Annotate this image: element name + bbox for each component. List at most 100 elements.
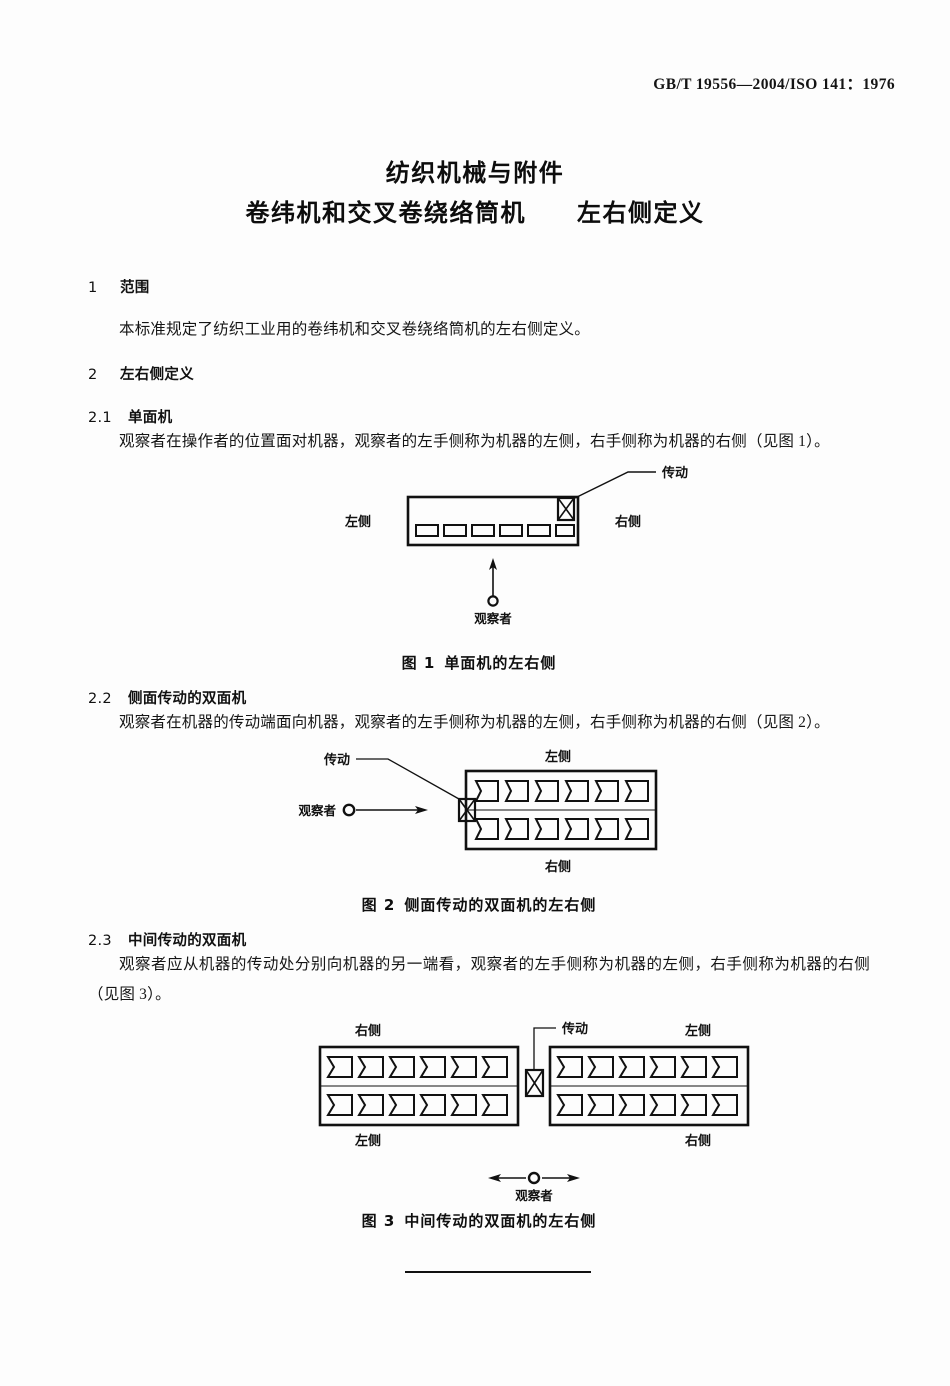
figure-2-label-drive: 传动: [323, 752, 350, 768]
figure-2-caption-text: 侧面传动的双面机的左右侧: [404, 895, 597, 914]
clause-number-2-1: 2.1: [88, 410, 112, 427]
spindle: [474, 779, 499, 802]
spindle: [649, 1094, 676, 1117]
spindle: [555, 524, 575, 538]
clause-title-2-2: 侧面传动的双面机: [128, 691, 247, 708]
spindle: [443, 524, 467, 538]
figure-2-drawing: 左侧: [88, 739, 870, 894]
spindle: [481, 1056, 508, 1079]
figure-2-label-bottom: 右侧: [544, 859, 571, 875]
clause-title-2-1: 单面机: [128, 410, 173, 427]
clause-number-2-2: 2.2: [88, 691, 112, 708]
document-title-block: 纺织机械与附件 卷纬机和交叉卷绕络筒机 左右侧定义: [0, 158, 950, 229]
clause-number-2: 2: [88, 367, 98, 384]
spindle-row-left-top: [326, 1056, 508, 1079]
spindle: [450, 1056, 477, 1079]
drive-leader-line: [574, 471, 656, 500]
spindle: [594, 817, 619, 840]
spindle: [618, 1056, 645, 1079]
figure-1-caption-number: 图 1: [401, 654, 436, 673]
clause-heading-2-1: 2.1 单面机: [88, 406, 870, 427]
clause-title-2-3: 中间传动的双面机: [128, 932, 247, 949]
spindle: [388, 1056, 415, 1079]
figure-2-label-top: 左侧: [545, 749, 571, 765]
page-title-line-2: 卷纬机和交叉卷绕络筒机 左右侧定义: [245, 198, 705, 227]
spindle: [534, 817, 559, 840]
clause-title-2: 左右侧定义: [120, 367, 194, 384]
figure-3-right-box-top-label: 左侧: [685, 1023, 711, 1039]
spindle: [326, 1056, 353, 1079]
spindle: [471, 524, 495, 538]
figure-1-label-left: 左侧: [345, 514, 371, 530]
spindle: [624, 779, 649, 802]
observer-marker: [488, 1171, 580, 1185]
spindle-row-right-bottom: [556, 1094, 738, 1117]
clause-title-1: 范围: [120, 280, 150, 296]
figure-1: 传动 左侧 右侧 观察者 图 1 单面机的左右侧: [88, 457, 870, 673]
figure-3-left-box-top-label: 右侧: [354, 1023, 381, 1039]
spindle: [564, 817, 589, 840]
spindle: [419, 1094, 446, 1117]
drive-unit-symbol: [457, 797, 477, 822]
clause-2-1-paragraph: 观察者在操作者的位置面对机器，观察者的左手侧称为机器的左侧，右手侧称为机器的右侧…: [119, 433, 830, 451]
clause-heading-2-3: 2.3 中间传动的双面机: [88, 929, 870, 950]
spindle: [556, 1056, 583, 1079]
spindle: [419, 1056, 446, 1079]
figure-3-label-observer: 观察者: [515, 1188, 553, 1203]
spindle: [680, 1056, 707, 1079]
spindle-row-left-bottom: [326, 1094, 508, 1117]
figure-1-caption-text: 单面机的左右侧: [444, 654, 557, 673]
spindle: [587, 1056, 614, 1079]
figure-2-caption-number: 图 2: [361, 895, 396, 914]
spindle: [504, 817, 529, 840]
figure-3-left-box-bottom-label: 左侧: [355, 1133, 381, 1149]
figure-2-svg: 左侧: [298, 749, 658, 875]
spindle: [415, 524, 439, 538]
drive-unit-symbol: [524, 1068, 545, 1098]
figure-2-label-observer: 观察者: [298, 803, 336, 818]
spindle: [534, 779, 559, 802]
figure-1-label-right: 右侧: [614, 514, 641, 530]
spindle: [587, 1094, 614, 1117]
observer-marker: [342, 803, 428, 817]
spindle: [499, 524, 523, 538]
spindle: [556, 1094, 583, 1117]
figure-2: 左侧: [88, 739, 870, 915]
clause-number-2-3: 2.3: [88, 932, 112, 949]
spindle: [474, 817, 499, 840]
spindle: [564, 779, 589, 802]
spindle: [680, 1094, 707, 1117]
clause-heading-2-2: 2.2 侧面传动的双面机: [88, 687, 870, 708]
spindle: [450, 1094, 477, 1117]
spindle: [624, 817, 649, 840]
spindle: [711, 1094, 738, 1117]
figure-3-caption-number: 图 3: [361, 1212, 396, 1231]
clause-1-paragraph: 本标准规定了纺织工业用的卷纬机和交叉卷绕络筒机的左右侧定义。: [119, 321, 591, 338]
spindle: [388, 1094, 415, 1117]
spindle-row-bottom: [474, 817, 649, 840]
spindle: [711, 1056, 738, 1079]
drive-leader-line: [356, 758, 460, 800]
figure-1-drawing: 传动 左侧 右侧 观察者: [88, 457, 870, 652]
figure-3-drawing: 右侧 左侧: [88, 1010, 870, 1210]
figure-3-right-box-bottom-label: 右侧: [684, 1133, 711, 1149]
figure-1-caption: 图 1 单面机的左右侧: [88, 652, 870, 673]
drive-leader-line: [533, 1027, 556, 1071]
page-title-line-1: 纺织机械与附件: [385, 159, 565, 187]
spindle: [649, 1056, 676, 1079]
clause-heading-2: 2 左右侧定义: [88, 363, 870, 384]
figure-1-label-observer: 观察者: [474, 611, 512, 626]
spindle: [357, 1056, 384, 1079]
standard-code-header: GB/T 19556—2004/ISO 141：1976: [653, 76, 895, 93]
machine-body-outline: [406, 496, 580, 547]
clause-2-2-paragraph: 观察者在机器的传动端面向机器，观察者的左手侧称为机器的左侧，右手侧称为机器的右侧…: [119, 714, 830, 732]
observer-marker: [487, 558, 499, 608]
spindle: [527, 524, 551, 538]
spindle-group: [415, 524, 575, 538]
end-of-document-rule: [405, 1271, 591, 1273]
figure-1-svg: 传动 左侧 右侧 观察者: [345, 465, 688, 626]
